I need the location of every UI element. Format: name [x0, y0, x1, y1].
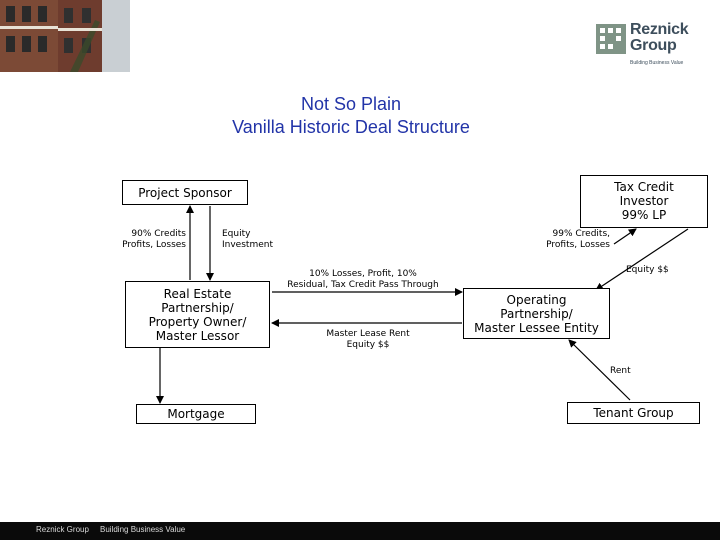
project-sponsor-label: Project Sponsor: [138, 186, 232, 200]
footer-company: Reznick Group: [36, 525, 89, 534]
sponsor-credits-label: 90% Credits Profits, Losses: [100, 229, 186, 251]
master-lease-rent-line1: Master Lease Rent: [326, 329, 410, 339]
operating-partnership-label: Operating Partnership/ Master Lessee Ent…: [464, 289, 609, 335]
equity-investment-line2: Investment: [222, 240, 273, 250]
arrow-operating-to-investor: [613, 228, 637, 245]
company-logo: Reznick Group Building Business Value: [596, 22, 706, 70]
footer-bar: Reznick Group Building Business Value: [0, 522, 720, 540]
tax-credit-investor-label: Tax Credit Investor 99% LP: [581, 176, 707, 222]
logo-name: Reznick Group: [630, 21, 689, 54]
tax-credit-investor-box: Tax Credit Investor 99% LP: [580, 175, 708, 228]
rent-label: Rent: [610, 366, 631, 376]
operating-line3: Master Lessee Entity: [474, 321, 599, 335]
footer-tagline: Building Business Value: [100, 525, 186, 534]
equity-investment-line1: Equity: [222, 229, 251, 239]
investor-credits-label: 99% Credits, Profits, Losses: [520, 229, 610, 251]
arrow-investor-to-operating: [595, 228, 689, 291]
real-estate-partnership-label: Real Estate Partnership/ Property Owner/…: [126, 282, 269, 343]
sponsor-credits-line2: Profits, Losses: [122, 240, 186, 250]
partnership-line2: Partnership/: [161, 301, 234, 315]
tenant-group-label: Tenant Group: [593, 406, 674, 420]
master-lease-rent-label: Master Lease Rent Equity $$: [316, 329, 420, 351]
project-sponsor-box: Project Sponsor: [122, 180, 248, 205]
investor-credits-line1: 99% Credits,: [552, 229, 610, 239]
page-title: Not So Plain Vanilla Historic Deal Struc…: [0, 93, 702, 139]
equity-investment-label: Equity Investment: [222, 229, 273, 251]
logo-name-line2: Group: [630, 37, 677, 54]
logo-grid-icon: [596, 24, 626, 54]
tenant-group-box: Tenant Group: [567, 402, 700, 424]
building-photo: [0, 0, 130, 72]
logo-name-line1: Reznick: [630, 21, 689, 38]
pass-through-line1: 10% Losses, Profit, 10%: [309, 269, 417, 279]
operating-partnership-box: Operating Partnership/ Master Lessee Ent…: [463, 288, 610, 339]
logo-tagline: Building Business Value: [630, 60, 684, 66]
arrow-tenant-to-operating: [568, 339, 631, 401]
mortgage-label: Mortgage: [167, 407, 225, 421]
partnership-line1: Real Estate: [163, 287, 232, 301]
operating-line1: Operating: [506, 293, 567, 307]
real-estate-partnership-box: Real Estate Partnership/ Property Owner/…: [125, 281, 270, 348]
operating-line2: Partnership/: [500, 307, 573, 321]
partnership-line4: Master Lessor: [155, 329, 240, 343]
investor-line1: Tax Credit: [614, 180, 674, 194]
mortgage-box: Mortgage: [136, 404, 256, 424]
pass-through-label: 10% Losses, Profit, 10% Residual, Tax Cr…: [272, 269, 454, 291]
sponsor-credits-line1: 90% Credits: [131, 229, 186, 239]
partnership-line3: Property Owner/: [148, 315, 247, 329]
pass-through-line2: Residual, Tax Credit Pass Through: [287, 280, 439, 290]
equity-dollars-label: Equity $$: [626, 265, 669, 275]
investor-credits-line2: Profits, Losses: [546, 240, 610, 250]
investor-line2: Investor: [619, 194, 669, 208]
title-line1: Not So Plain: [300, 94, 402, 114]
title-line2: Vanilla Historic Deal Structure: [232, 117, 470, 137]
investor-line3: 99% LP: [621, 208, 667, 222]
master-lease-rent-line2: Equity $$: [346, 340, 390, 350]
